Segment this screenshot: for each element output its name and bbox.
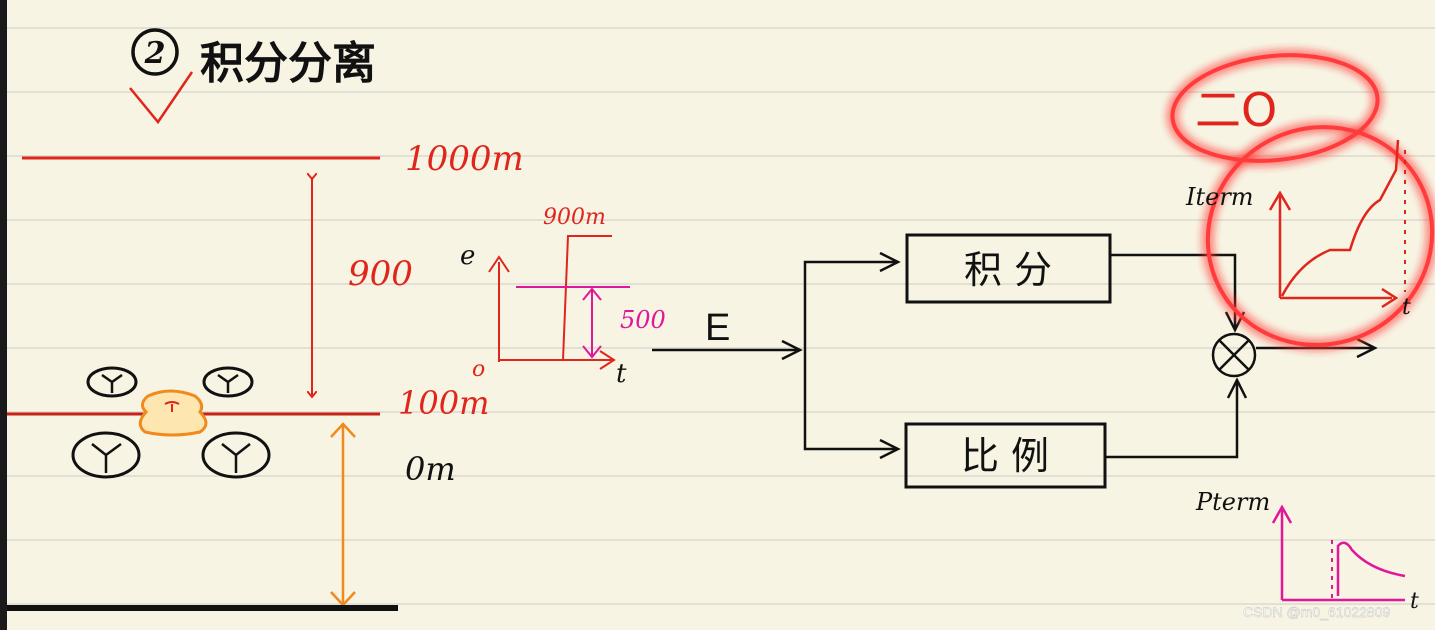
integral-label: 积 分 [964,248,1052,292]
annotation-two-zero: 二O [1195,83,1277,137]
integral-out [1110,253,1246,333]
proportional-label: 比 例 [961,434,1049,478]
label-0m: 0m [405,450,456,488]
pterm-curve [1336,541,1406,596]
left-border [0,0,7,630]
branch-proportional [803,350,901,460]
label-1000m: 1000m [405,139,524,179]
t-label: t [616,359,627,389]
checkmark-icon [129,71,194,125]
pterm-t-label: t [1410,589,1419,614]
label-900: 900 [348,254,413,294]
step-curve [562,235,612,361]
proportional-block [904,422,1107,489]
e-label: e [460,241,475,271]
section-title: 2 积分分离 [129,28,376,125]
summing-junction [1211,332,1257,378]
altitude-section: 1000m 900 100m 0m [7,139,524,611]
pterm-plot: Pterm t [1195,488,1419,614]
ruled-lines [0,27,1435,605]
iterm-label: Iterm [1185,183,1254,211]
branch-integral [803,251,901,350]
proportional-out [1105,377,1248,459]
title-text: 积分分离 [200,38,376,89]
threshold-label: 500 [620,306,666,334]
error-plot: e t o 900m 500 [460,205,666,389]
drone-icon [71,366,271,479]
pterm-label: Pterm [1195,488,1270,516]
iterm-plot: Iterm t [1185,139,1411,320]
iterm-t-label: t [1402,295,1411,320]
csdn-watermark: CSDN @m0_61022809 [1243,604,1391,620]
highlight-circles [1170,53,1435,347]
integral-block [905,233,1112,304]
origin-label: o [472,357,485,382]
title-number: 2 [144,36,166,71]
number-circle [131,28,179,76]
block-diagram: E 积 分 比 例 [652,233,1378,489]
label-900m: 900m [543,205,606,230]
multiply-icon [1218,339,1250,371]
signal-label: E [705,307,730,349]
iterm-curve [1280,139,1400,297]
label-100m: 100m [398,384,489,422]
